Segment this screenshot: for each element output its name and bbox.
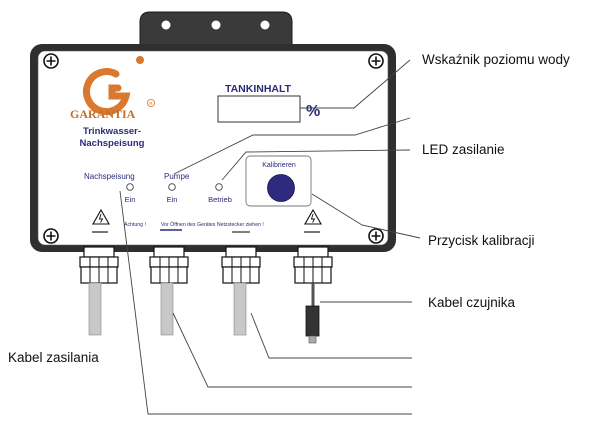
led-state-pumpe: Ein [167, 195, 178, 204]
screw-icon [43, 228, 59, 244]
led-state-betrieb: Betrieb [208, 195, 232, 204]
leader-calibrate [311, 193, 421, 239]
screw-icon [43, 53, 59, 69]
warning-detail: Vor Öffnen des Gerätes Netzstecker ziehe… [161, 221, 264, 228]
callout-calibrate-button: Przycisk kalibracji [428, 233, 535, 248]
leader-power-led [221, 149, 411, 181]
callout-power-cable: Kabel zasilania [8, 350, 99, 365]
product-line1: Trinkwasser- [83, 126, 141, 137]
leader-water-level [300, 59, 411, 109]
product-line2: Nachspeisung [80, 138, 145, 149]
led-state-nachspeisung: Ein [125, 195, 136, 204]
cable-gland [293, 246, 333, 344]
panel-dividers [92, 229, 320, 233]
screw-icon [368, 53, 384, 69]
cable-gland [79, 246, 119, 336]
led-label-nachspeisung: Nachspeisung [84, 172, 135, 181]
level-display [217, 95, 301, 123]
leader-lines [119, 59, 421, 415]
calibrate-button[interactable] [267, 174, 295, 202]
registered-mark: R [149, 101, 153, 106]
callout-power-led: LED zasilanie [422, 142, 505, 157]
display-title: TANKINHALT [225, 83, 292, 95]
mounting-bracket [139, 11, 293, 49]
led-betrieb [215, 183, 223, 191]
leader-cable-3 [250, 312, 412, 359]
leader-cable-2 [172, 312, 412, 388]
leader-pumpe [173, 117, 411, 175]
warning-icon [304, 208, 322, 225]
callout-water-level: Wskaźnik poziomu wody [422, 52, 570, 67]
led-label-pumpe: Pumpe [164, 172, 190, 181]
led-nachspeisung [126, 183, 134, 191]
calibrate-label: Kalibrieren [262, 162, 296, 169]
leader-nachspeisung [119, 190, 412, 415]
led-pumpe [168, 183, 176, 191]
cable-gland [149, 246, 189, 336]
brand-name: GARANTIA [70, 107, 136, 121]
registered-mark-ring [146, 99, 155, 108]
cable-gland [221, 246, 261, 336]
warning-text: Achtung ! [124, 222, 146, 228]
callout-sensor-cable: Kabel czujnika [428, 295, 516, 310]
warning-icon [92, 208, 110, 225]
display-unit: % [306, 103, 320, 120]
screw-icon [368, 228, 384, 244]
garantia-logo-icon [83, 56, 144, 116]
